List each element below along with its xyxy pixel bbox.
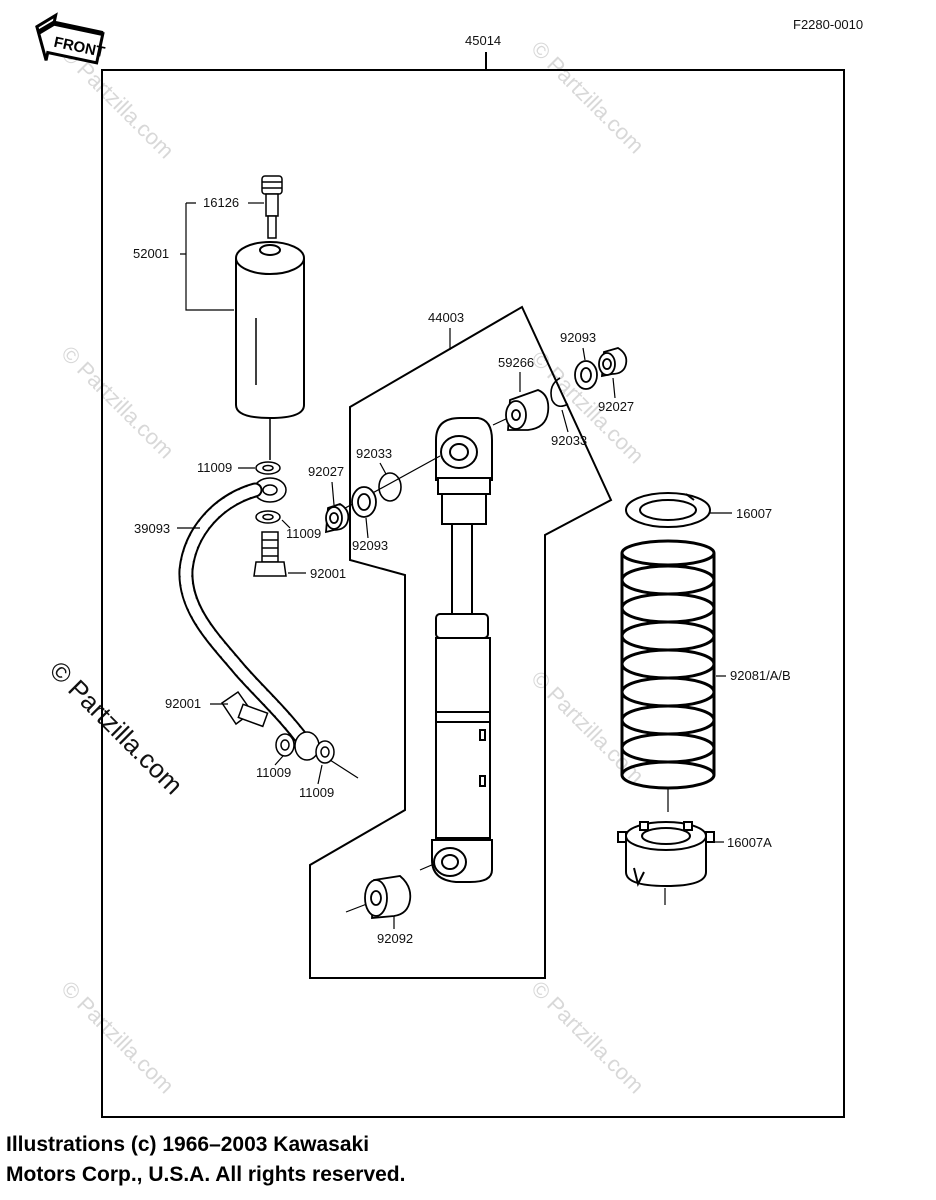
washer-11009-mid: [255, 510, 281, 524]
part-label-11009-c: 11009: [256, 765, 291, 780]
circlip-92033-right: [550, 377, 569, 408]
part-label-92001-b: 92001: [165, 696, 201, 711]
part-label-92033-right: 92033: [551, 433, 587, 448]
spring-seat-16007: [625, 492, 711, 528]
part-label-11009-b: 11009: [286, 526, 321, 541]
part-label-92093-top: 92093: [560, 330, 596, 345]
part-label-39093: 39093: [134, 521, 170, 536]
outer-border: [101, 52, 845, 1118]
part-label-16126: 16126: [203, 195, 239, 210]
bushing-92092: [364, 875, 412, 919]
watermark: © Partzilla.com: [56, 976, 179, 1099]
washer-11009-top: [255, 461, 281, 475]
part-label-92027-top: 92027: [598, 399, 634, 414]
shock-assembly-outline: [309, 305, 613, 979]
washer-11009-lower: [275, 731, 335, 764]
gas-reservoir: [235, 241, 305, 420]
watermark: © Partzilla.com: [526, 36, 649, 159]
part-label-11009-d: 11009: [299, 785, 334, 800]
bushing-59266: [505, 389, 550, 431]
banjo-bolt-92001-top: [253, 531, 287, 577]
seal-92093-left: [351, 486, 377, 518]
part-label-16007: 16007: [736, 506, 772, 521]
collar-92027-left: [324, 503, 350, 534]
watermarks: © Partzilla.com © Partzilla.com © Partzi…: [44, 36, 649, 1099]
circlip-92033-left: [378, 472, 402, 502]
front-arrow-icon: FRONT: [35, 12, 106, 65]
part-label-45014: 45014: [465, 33, 501, 48]
copyright-notice: Illustrations (c) 1966–2003 Kawasaki Mot…: [6, 1130, 405, 1190]
part-label-52001: 52001: [133, 246, 169, 261]
part-label-92027-left: 92027: [308, 464, 344, 479]
part-label-92093-left: 92093: [352, 538, 388, 553]
copyright-line-2: Motors Corp., U.S.A. All rights reserved…: [6, 1163, 406, 1186]
part-label-59266: 59266: [498, 355, 534, 370]
part-label-92081: 92081/A/B: [730, 668, 791, 683]
watermark: © Partzilla.com: [56, 341, 179, 464]
part-label-16007A: 16007A: [727, 835, 772, 850]
part-label-92033-left: 92033: [356, 446, 392, 461]
shock-absorber-body: [431, 417, 493, 883]
diagram-code: F2280-0010: [793, 17, 863, 32]
watermark-main: © Partzilla.com: [44, 655, 189, 800]
part-label-11009-a: 11009: [197, 460, 232, 475]
banjo-bolt-92001-bottom: [220, 690, 269, 728]
seal-92093-right: [574, 360, 598, 390]
coil-spring: [620, 539, 716, 790]
collar-92027-right: [598, 347, 628, 378]
copyright-line-1: Illustrations (c) 1966–2003 Kawasaki: [6, 1133, 370, 1156]
spring-locknut-16007A: [617, 821, 715, 888]
part-label-92092: 92092: [377, 931, 413, 946]
watermark: © Partzilla.com: [526, 976, 649, 1099]
part-label-44003: 44003: [428, 310, 464, 325]
air-valve: [261, 175, 283, 239]
part-label-92001-a: 92001: [310, 566, 346, 581]
